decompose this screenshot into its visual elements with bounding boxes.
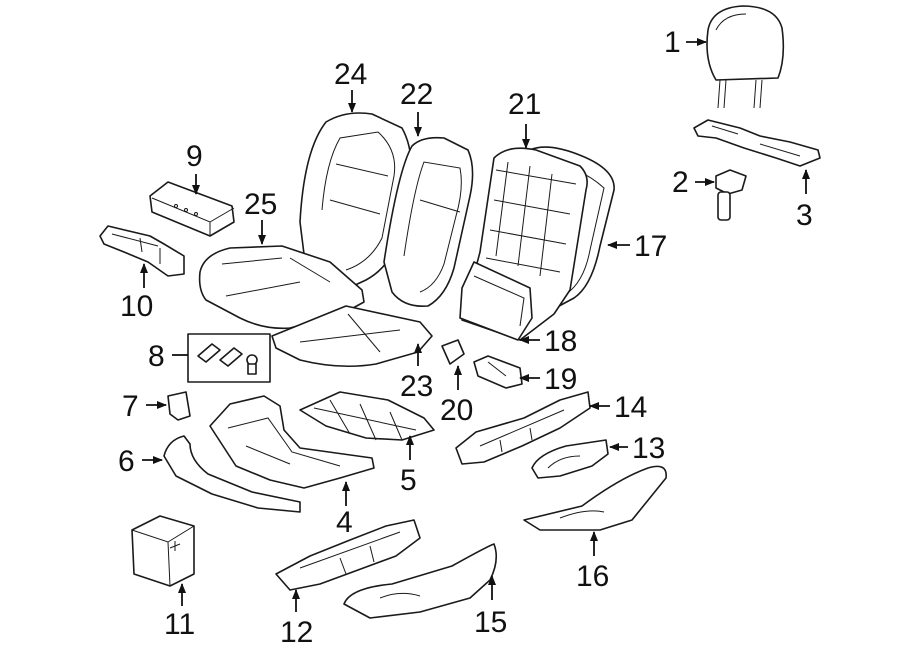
switch-knob: [441, 339, 465, 365]
headrest-guide-bracket: [693, 119, 821, 167]
callout-18: 18: [544, 325, 577, 358]
seat-pan: [209, 395, 375, 489]
small-cover: [167, 391, 191, 421]
callout-25: 25: [244, 188, 277, 221]
callout-19: 19: [544, 363, 577, 396]
wiring-bracket: [99, 225, 185, 277]
leader-arrows: [140, 38, 810, 612]
callout-13: 13: [632, 432, 665, 465]
headrest: [706, 5, 785, 109]
callout-14: 14: [614, 391, 647, 424]
callout-6: 6: [118, 445, 135, 478]
seat-adjuster-mechanism: [275, 519, 421, 591]
callout-1: 1: [664, 26, 681, 59]
headrest-sleeve: [715, 169, 747, 221]
seat-cushion-pad: [271, 305, 433, 368]
callout-7: 7: [122, 390, 139, 423]
seat-back-cushion: [383, 136, 474, 308]
callout-3: 3: [796, 199, 813, 232]
callout-23: 23: [400, 370, 433, 403]
callout-11: 11: [164, 608, 195, 641]
spring-mat: [299, 391, 435, 441]
seat-side-shield: [523, 465, 667, 531]
connector: [473, 355, 523, 389]
callout-2: 2: [672, 166, 689, 199]
callout-12: 12: [280, 616, 313, 649]
callout-20: 20: [440, 394, 473, 427]
parts-kit-box: [131, 515, 195, 587]
lower-back-trim: [459, 261, 533, 341]
callout-4: 4: [336, 506, 353, 539]
callout-5: 5: [400, 464, 417, 497]
callout-24: 24: [334, 58, 367, 91]
callout-10: 10: [120, 290, 153, 323]
callout-16: 16: [576, 560, 609, 593]
callout-15: 15: [474, 606, 507, 639]
switch-panel: [531, 439, 609, 479]
callout-8: 8: [148, 340, 165, 373]
seat-cushion-cover: [198, 245, 365, 330]
callout-22: 22: [400, 78, 433, 111]
callout-numbers: 1 2 3 4 5 6 7 8 9 10 11 12 13 14 15 16 1…: [118, 26, 813, 649]
control-module: [149, 181, 235, 237]
callout-9: 9: [186, 140, 203, 173]
callout-17: 17: [634, 230, 667, 263]
callout-21: 21: [508, 88, 541, 121]
clip-set-box: [187, 333, 271, 383]
side-trim-strip: [163, 435, 301, 513]
